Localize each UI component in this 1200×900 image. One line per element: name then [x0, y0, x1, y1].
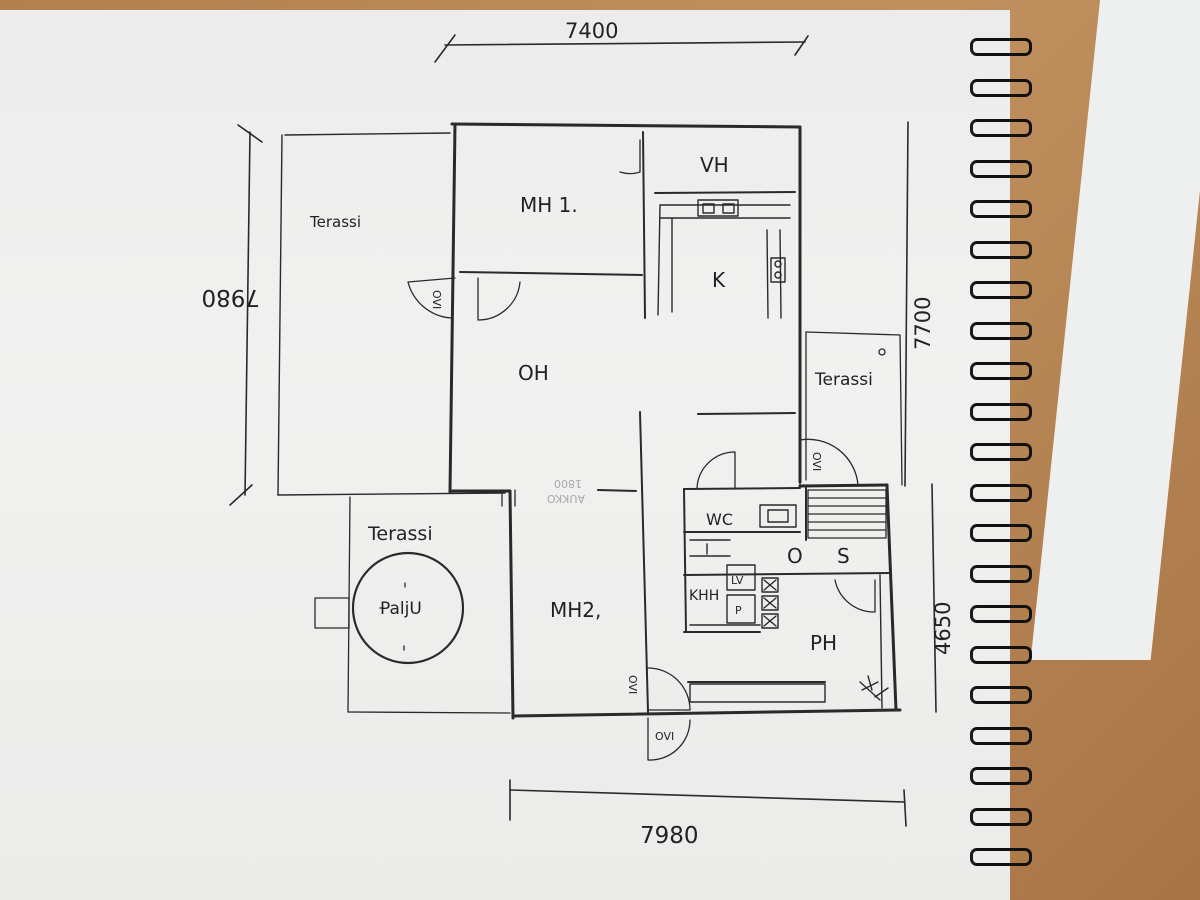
spiral-ring — [970, 564, 1032, 583]
door-label-2: OVI — [810, 452, 823, 471]
interior-walls — [459, 131, 891, 713]
utility-room-fixtures — [689, 564, 779, 629]
room-label-s: S — [837, 544, 850, 568]
dimension-top: 7400 — [565, 19, 618, 43]
spiral-ring — [970, 362, 1032, 380]
spiral-ring — [970, 848, 1032, 866]
room-label-o: O — [787, 544, 803, 568]
room-label-mh2: MH2, — [550, 598, 601, 622]
notebook-spiral-binding — [970, 30, 1040, 900]
room-label-lv: LV — [731, 574, 744, 587]
spiral-ring — [970, 321, 1032, 340]
spiral-ring — [970, 119, 1032, 137]
spiral-ring — [970, 605, 1032, 623]
terrace-label-right: Terassi — [814, 370, 873, 390]
door-label-4: OVI — [655, 730, 674, 743]
room-label-k: K — [712, 268, 726, 292]
spiral-ring — [970, 645, 1032, 664]
spiral-ring — [970, 159, 1032, 178]
spiral-ring — [970, 524, 1032, 542]
spiral-ring — [970, 402, 1032, 421]
spiral-ring — [970, 281, 1032, 299]
bathroom-fixtures — [689, 574, 889, 709]
notebook-page — [0, 10, 1010, 900]
dimension-bottom: 7980 — [640, 823, 699, 849]
spiral-ring — [970, 38, 1032, 56]
room-label-khh: KHH — [689, 588, 719, 604]
faint-note-line1: AUKKO — [547, 492, 585, 505]
hot-tub-label: PaljU — [380, 599, 422, 619]
spiral-ring — [970, 767, 1032, 785]
room-label-p: P — [735, 604, 742, 617]
spiral-ring — [970, 240, 1032, 259]
spiral-ring — [970, 200, 1032, 218]
right-terrace-outline — [805, 331, 903, 486]
room-label-mh1: MH 1. — [520, 193, 578, 217]
room-label-wc: WC — [706, 510, 733, 529]
spiral-ring — [970, 686, 1032, 704]
spiral-ring — [970, 726, 1032, 745]
room-label-ph: PH — [810, 631, 837, 655]
faint-opening-note: AUKKO 1800 — [547, 477, 585, 505]
door-label-3: OVI — [626, 675, 639, 694]
faint-note-line2: 1800 — [554, 477, 582, 490]
spiral-ring — [970, 483, 1032, 502]
kitchen-counter — [657, 199, 791, 319]
dimension-right-lower: 4650 — [931, 602, 955, 655]
staircase — [807, 489, 887, 539]
left-terrace-outline — [277, 132, 506, 496]
wc-fixtures — [689, 504, 797, 557]
dimension-right-upper: 7700 — [911, 297, 935, 350]
bottom-terrace-outline — [314, 496, 511, 714]
spiral-ring — [970, 443, 1032, 461]
room-label-vh: VH — [700, 153, 729, 177]
spiral-ring — [970, 78, 1032, 97]
spiral-ring — [970, 807, 1032, 826]
door-swings — [407, 139, 876, 761]
dimension-lines — [229, 34, 937, 827]
room-label-oh: OH — [518, 361, 549, 385]
terrace-label-bottom: Terassi — [367, 523, 433, 545]
terrace-label-left: Terassi — [309, 213, 361, 231]
dimension-left: 7980 — [201, 284, 260, 310]
door-label-1: OVI — [430, 290, 443, 309]
exterior-walls — [448, 122, 902, 720]
